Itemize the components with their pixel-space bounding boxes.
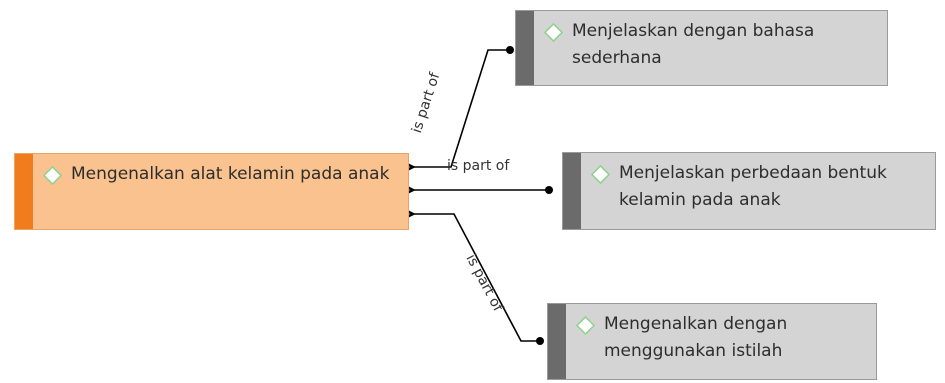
root-node-label: Mengenalkan alat kelamin pada anak bbox=[71, 164, 390, 184]
connector-1-dot bbox=[506, 46, 514, 54]
diamond-icon bbox=[576, 316, 595, 335]
relation-label-2: is part of bbox=[447, 158, 510, 174]
diamond-icon bbox=[43, 166, 62, 185]
connector-1 bbox=[413, 49, 510, 167]
child-node-stripe bbox=[563, 153, 581, 229]
child-node-stripe bbox=[548, 304, 566, 379]
root-node[interactable]: Mengenalkan alat kelamin pada anak bbox=[14, 153, 409, 230]
root-node-stripe bbox=[15, 154, 33, 229]
child-node-stripe bbox=[516, 11, 534, 85]
connector-2-dot bbox=[545, 186, 553, 194]
child-node-3-label: Mengenalkan dengan menggunakan istilah bbox=[604, 314, 788, 361]
diamond-icon bbox=[591, 165, 610, 184]
child-node-2[interactable]: Menjelaskan perbedaan bentuk kelamin pad… bbox=[562, 152, 936, 230]
child-node-1[interactable]: Menjelaskan dengan bahasa sederhana bbox=[515, 10, 888, 86]
connector-3 bbox=[413, 214, 540, 342]
child-node-3[interactable]: Mengenalkan dengan menggunakan istilah bbox=[547, 303, 877, 380]
child-node-2-label: Menjelaskan perbedaan bentuk kelamin pad… bbox=[619, 163, 887, 210]
child-node-1-label: Menjelaskan dengan bahasa sederhana bbox=[572, 21, 815, 68]
diamond-icon bbox=[544, 23, 563, 42]
connector-3-dot bbox=[536, 337, 544, 345]
